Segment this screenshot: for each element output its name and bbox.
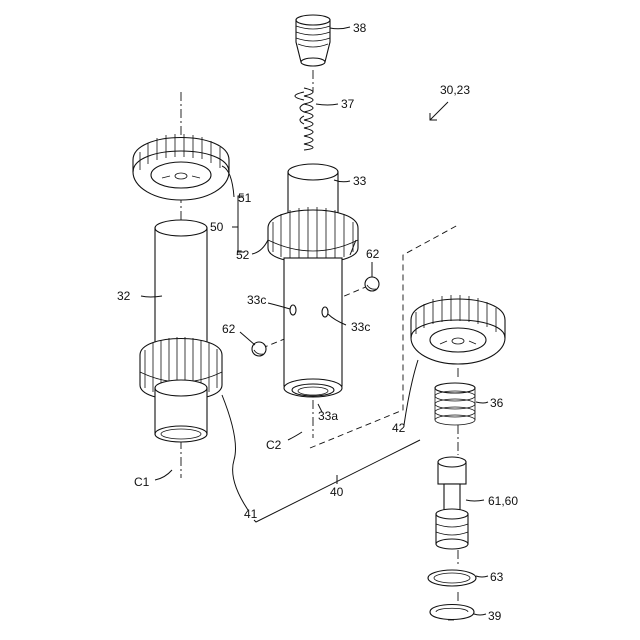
label-61-60: 61,60 [488, 494, 518, 508]
spring-36 [435, 383, 475, 425]
label-63: 63 [490, 570, 504, 584]
label-37: 37 [341, 97, 355, 111]
gear-42 [411, 295, 505, 364]
label-42: 42 [392, 421, 406, 435]
label-30-23: 30,23 [440, 83, 470, 97]
spring-37 [295, 88, 313, 150]
washer-63 [428, 570, 476, 586]
ball-62-upper [365, 277, 379, 291]
label-62-lower: 62 [222, 322, 236, 336]
shaft-32 [155, 220, 207, 354]
hole-33c-right [322, 307, 328, 317]
label-c1: C1 [134, 475, 150, 489]
label-36: 36 [490, 396, 504, 410]
gear-41 [140, 337, 222, 442]
label-32: 32 [117, 289, 131, 303]
hole-33c-left [290, 305, 296, 315]
label-52: 52 [236, 248, 250, 262]
label-33c-right: 33c [351, 320, 370, 334]
label-33c-left: 33c [247, 293, 266, 307]
label-40: 40 [330, 485, 344, 499]
label-33a: 33a [318, 409, 338, 423]
label-41: 41 [244, 507, 258, 521]
plunger-38 [296, 15, 330, 66]
label-50: 50 [210, 220, 224, 234]
shaft-33 [268, 164, 358, 397]
label-51: 51 [238, 191, 252, 205]
label-39: 39 [488, 609, 502, 623]
label-38: 38 [353, 21, 367, 35]
label-62-upper: 62 [366, 247, 380, 261]
label-c2: C2 [266, 438, 282, 452]
snap-ring-39 [430, 605, 474, 621]
label-33: 33 [353, 174, 367, 188]
shaft-61-60 [436, 457, 468, 549]
gear-51 [133, 134, 229, 200]
